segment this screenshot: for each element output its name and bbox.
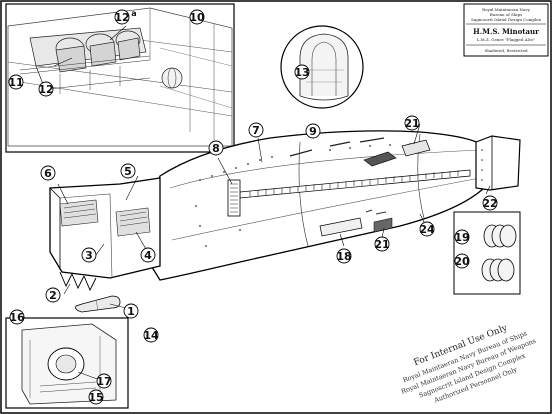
- callout-15-number: 15: [88, 391, 103, 404]
- callout-18: 18: [336, 248, 352, 264]
- interior-detail-inset: [5, 3, 235, 153]
- callout-2: 2: [45, 287, 61, 303]
- callout-12: 12: [38, 81, 54, 97]
- callout-19: 19: [454, 229, 470, 245]
- cylinder-parts-inset: [453, 211, 521, 295]
- callout-21-bottom-number: 21: [374, 238, 389, 251]
- callout-5: 5: [120, 163, 136, 179]
- dome-detail-circle: [280, 25, 364, 109]
- callout-21-bottom: 21: [374, 236, 390, 252]
- callout-14: 14: [143, 327, 159, 343]
- callout-2-number: 2: [49, 289, 57, 302]
- callout-21-top-number: 21: [404, 117, 419, 130]
- callout-21-top: 21: [404, 115, 420, 131]
- callout-16-number: 16: [9, 311, 25, 324]
- callout-1-number: 1: [127, 305, 135, 318]
- callout-19-number: 19: [454, 231, 469, 244]
- callout-4: 4: [140, 247, 156, 263]
- callout-20-number: 20: [454, 255, 470, 268]
- callout-7-number: 7: [252, 124, 260, 137]
- callout-6-number: 6: [44, 167, 52, 180]
- callouts: 10 12 a 11 12 13 7 9 21: [8, 9, 498, 405]
- torpedo-part: [75, 295, 121, 313]
- title-line1: Royal Maintaeran Navy: [482, 7, 531, 12]
- callout-3: 3: [81, 247, 97, 263]
- callout-10: 10: [189, 9, 205, 25]
- callout-12a-suffix: a: [131, 9, 136, 18]
- callout-22-number: 22: [482, 197, 497, 210]
- callout-5-number: 5: [124, 165, 132, 178]
- callout-22: 22: [482, 195, 498, 211]
- callout-11-number: 11: [8, 76, 23, 89]
- callout-17-number: 17: [96, 375, 111, 388]
- callout-15: 15: [88, 389, 104, 405]
- callout-12a-number: 12: [114, 11, 129, 24]
- callout-16: 16: [9, 309, 25, 325]
- callout-10-number: 10: [189, 11, 205, 24]
- callout-6: 6: [40, 165, 56, 181]
- callout-18-number: 18: [336, 250, 351, 263]
- title-block: Royal Maintaeran Navy Bureau of Ships Sa…: [463, 3, 549, 57]
- callout-24: 24: [419, 221, 435, 237]
- submarine-hull: [49, 130, 521, 313]
- title-line6: Shadered, Restricted: [484, 48, 527, 53]
- callout-20: 20: [454, 253, 470, 269]
- callout-9: 9: [305, 123, 321, 139]
- callout-13: 13: [294, 64, 310, 80]
- callout-11: 11: [8, 74, 24, 90]
- callout-14-number: 14: [143, 329, 159, 342]
- callout-9-number: 9: [309, 125, 317, 138]
- callout-12a: 12 a: [114, 9, 137, 25]
- callout-7: 7: [248, 122, 264, 138]
- callout-24-number: 24: [419, 223, 435, 236]
- lower-detail-inset: [5, 317, 129, 409]
- callout-1: 1: [123, 303, 139, 319]
- title-line2: Bureau of Ships: [490, 12, 522, 17]
- callout-3-number: 3: [85, 249, 93, 262]
- title-line3: Sagnoscrit Island Design Complex: [471, 17, 542, 22]
- callout-12-number: 12: [38, 83, 53, 96]
- callout-4-number: 4: [144, 249, 152, 262]
- callout-17: 17: [96, 373, 112, 389]
- callout-8: 8: [208, 140, 224, 156]
- callout-8-number: 8: [212, 142, 220, 155]
- ship-name: H.M.S. Minotaur: [473, 27, 539, 36]
- title-line5: L.M.Z. Genre "Flagged Alco": [477, 37, 536, 42]
- callout-13-number: 13: [294, 66, 309, 79]
